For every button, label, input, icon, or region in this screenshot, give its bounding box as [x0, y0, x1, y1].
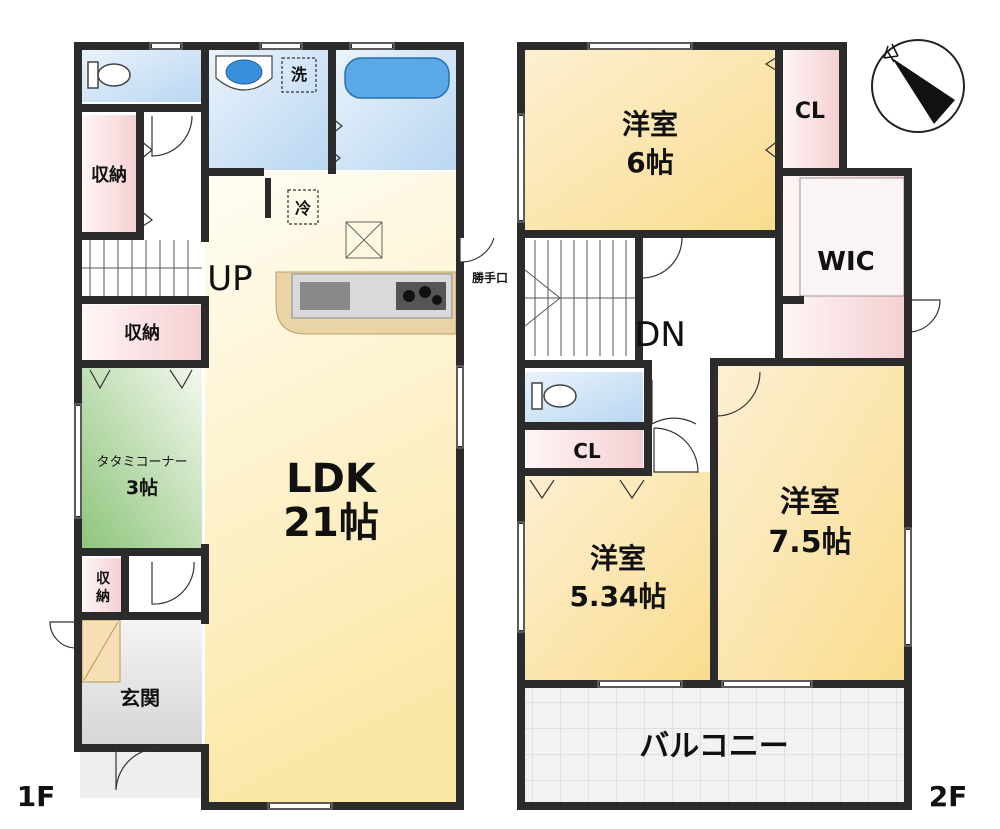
stairs-2f-steps	[524, 240, 635, 356]
floor-1: LDK 21帖 UP 収納 収納 タタミコーナー 3帖 収 納 玄関 洗 冷 勝…	[17, 42, 508, 813]
room-6	[525, 50, 775, 230]
porch	[80, 748, 202, 798]
entrance-label: 玄関	[120, 686, 160, 710]
storage-top-label: 収納	[91, 164, 127, 186]
room-534	[525, 472, 710, 680]
closet-top	[782, 50, 839, 168]
storage-small-label-2: 納	[96, 588, 110, 605]
fridge-label: 冷	[295, 199, 311, 218]
fridge-space	[287, 189, 319, 225]
washer-space	[281, 57, 317, 93]
bathtub-icon	[344, 57, 450, 99]
room-75-name: 洋室	[780, 485, 840, 520]
back-door-label: 勝手口	[472, 270, 508, 285]
ventilation-icon	[345, 221, 383, 259]
walls-2f	[517, 42, 912, 810]
walls-1f	[74, 42, 464, 810]
doors-2f	[529, 55, 941, 500]
closet-top-label: CL	[795, 99, 825, 124]
stairs-2f	[525, 238, 635, 356]
storage-small-label-1: 収	[96, 570, 111, 587]
room-6-name: 洋室	[622, 108, 678, 141]
washer-label: 洗	[291, 65, 307, 84]
storage-mid-label: 収納	[124, 322, 160, 344]
floor-1-label: 1F	[17, 780, 56, 813]
stairs-up-label: UP	[207, 259, 252, 299]
doors-1f	[49, 115, 495, 791]
room-534-name: 洋室	[590, 542, 646, 575]
floor-2: 洋室 6帖 CL WIC DN CL 洋室 5.34帖 洋室 7.5帖 バルコニ…	[517, 42, 968, 813]
stairs-down-label: DN	[634, 315, 686, 355]
windows-1f	[76, 44, 462, 808]
ldk-name: LDK	[286, 456, 378, 502]
tatami-name: タタミコーナー	[96, 455, 187, 470]
room-75	[718, 366, 904, 680]
storage-top	[82, 115, 137, 233]
balcony-area	[525, 688, 907, 804]
balcony-label: バルコニー	[639, 729, 788, 764]
wash-basin-icon	[215, 55, 273, 91]
stairs-1f	[82, 240, 202, 296]
windows-2f	[519, 44, 910, 686]
wic-shelf	[799, 177, 905, 297]
compass-icon	[871, 39, 965, 133]
tatami-size: 3帖	[126, 476, 158, 499]
storage-small	[82, 558, 122, 613]
wic-label: WIC	[817, 247, 874, 277]
tatami-corner	[82, 368, 202, 548]
kitchen-counter	[275, 271, 457, 335]
sink-icon	[300, 282, 350, 310]
toilet-2f-icon	[531, 382, 577, 410]
closet-mid-label: CL	[573, 439, 601, 463]
room-6-size: 6帖	[626, 146, 673, 179]
storage-mid	[82, 305, 202, 360]
floor-2-label: 2F	[929, 780, 968, 813]
toilet-icon	[87, 61, 131, 89]
room-534-size: 5.34帖	[569, 580, 666, 613]
room-75-size: 7.5帖	[768, 525, 851, 560]
closet-mid	[525, 428, 643, 472]
ldk-size: 21帖	[283, 500, 379, 546]
